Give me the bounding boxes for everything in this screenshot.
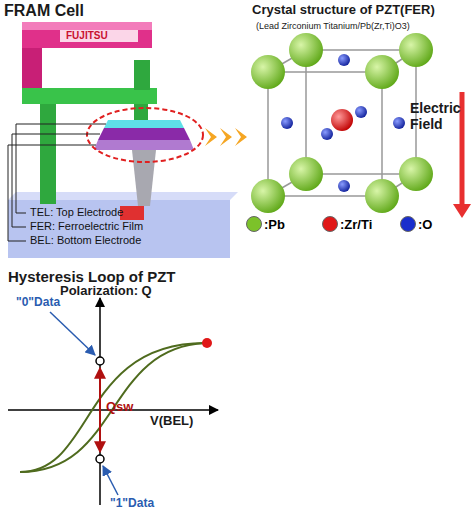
atoms [251,33,433,213]
legend-swatch [246,216,262,232]
substrate [8,200,230,258]
state-point [96,455,104,463]
top-electrode [104,120,184,128]
arrow-chevrons [205,128,247,146]
field-arrowhead [453,204,471,218]
part-label: BEL: Bottom Electrode [30,234,141,247]
plug [40,104,56,204]
panel-title: Hysteresis Loop of PZT [8,268,176,285]
field-arrow [460,92,465,206]
ferroelectric-film [98,128,190,140]
legend-text: :Zr/Ti [340,217,372,232]
plug [134,104,148,120]
logo-text: FUJITSU [66,30,108,42]
hysteresis-curve [20,343,205,472]
metal-line-top [22,22,152,30]
panel-title: FRAM Cell [4,2,84,20]
legend-swatch [322,216,338,232]
qsw-arrow [99,368,101,452]
leader-line [16,124,106,213]
hysteresis-curve [20,343,205,472]
plug [134,60,150,90]
highlight-ellipse [87,108,203,162]
state-label: "0"Data [16,296,60,310]
field-label: Electric Field [410,100,454,132]
part-label: FER: Ferroelectric Film [30,220,143,233]
panel-title: Crystal structure of PZT(FER) [252,3,435,18]
bottom-electrode [94,140,194,150]
logo-plate [60,30,138,42]
part-label: TEL: Top Electrode [30,206,123,219]
quantity-label: Qsw [106,400,133,415]
legend-item: :O [400,216,432,232]
axis-label: V(BEL) [150,414,193,429]
metal-via [22,48,42,88]
legend-item: :Zr/Ti [322,216,372,232]
plate-line [22,88,157,104]
metal-line [22,22,152,48]
state-point [96,357,104,365]
axis-label: Polarization: Q [60,284,152,299]
pointer-arrow [50,312,95,355]
fram-cell [8,22,247,258]
legend-swatch [400,216,416,232]
contact-plug [132,150,156,206]
diffusion [120,206,144,220]
state-label: "1"Data [110,497,154,511]
crystal-structure [268,50,416,196]
legend-text: :Pb [264,217,285,232]
subtitle: (Lead Zirconium Titanium/Pb(Zr,Ti)O3) [256,21,410,31]
pointer-arrow [103,466,118,495]
saturation-dot [202,338,212,348]
legend-item: :Pb [246,216,285,232]
legend-text: :O [418,217,432,232]
axis [99,298,101,505]
